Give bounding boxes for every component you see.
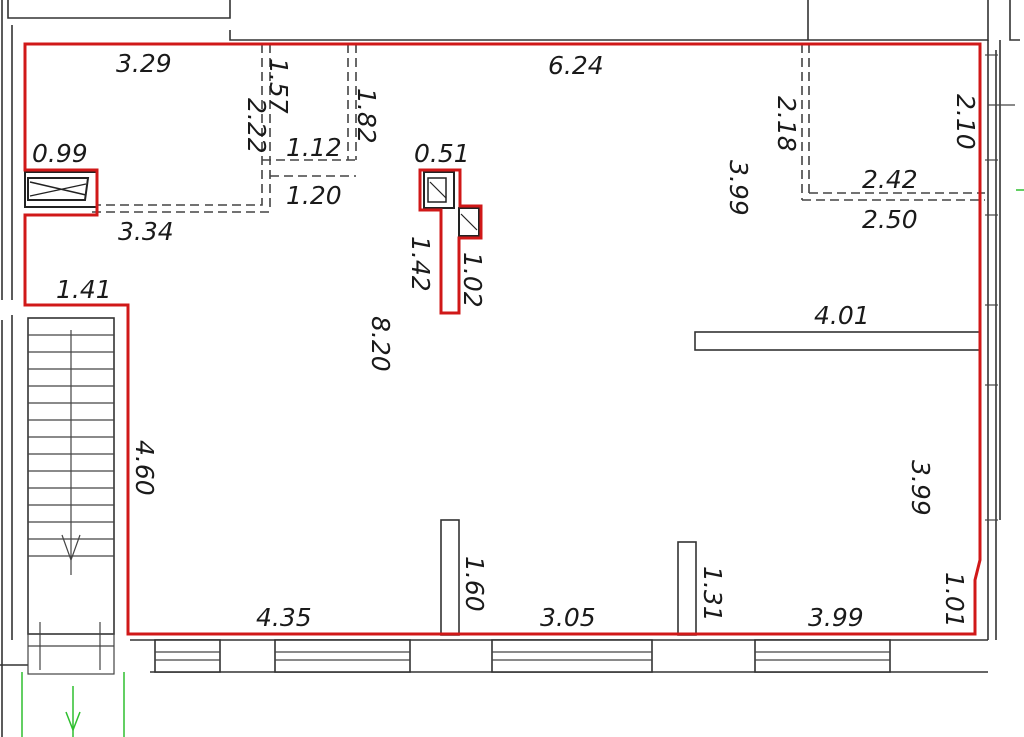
dim-3-29: 3.29 xyxy=(116,49,172,78)
entrance-marker xyxy=(21,189,1024,737)
dim-1-02: 1.02 xyxy=(458,252,487,308)
dim-2-22: 2.22 xyxy=(242,98,271,154)
dim-1-60: 1.60 xyxy=(460,556,489,612)
dim-4-60: 4.60 xyxy=(130,440,159,496)
dim-2-42: 2.42 xyxy=(862,165,918,194)
premises-outline xyxy=(23,42,982,636)
dim-2-18: 2.18 xyxy=(772,96,801,152)
dim-1-31: 1.31 xyxy=(698,566,727,622)
dim-1-20: 1.20 xyxy=(286,181,342,210)
dim-4-35: 4.35 xyxy=(256,603,312,632)
dim-1-01: 1.01 xyxy=(940,572,969,628)
dim-3-99-right: 3.99 xyxy=(906,460,935,516)
dim-2-10: 2.10 xyxy=(951,94,980,150)
dim-1-57: 1.57 xyxy=(264,58,293,114)
dim-3-05: 3.05 xyxy=(540,603,596,632)
dim-3-99-top: 3.99 xyxy=(724,160,753,216)
dimension-labels: 3.29 6.24 1.57 2.22 1.82 1.12 1.20 0.99 … xyxy=(32,49,980,632)
dim-3-99-bottom: 3.99 xyxy=(808,603,864,632)
dim-1-82: 1.82 xyxy=(352,88,381,144)
dim-0-51: 0.51 xyxy=(414,139,470,168)
dim-1-41: 1.41 xyxy=(56,275,112,304)
dashed-partitions xyxy=(92,44,985,213)
dim-0-99: 0.99 xyxy=(32,139,88,168)
staircase xyxy=(27,317,115,675)
dim-4-01: 4.01 xyxy=(814,301,870,330)
dim-1-12: 1.12 xyxy=(286,133,342,162)
dim-3-34: 3.34 xyxy=(118,217,174,246)
dim-1-42: 1.42 xyxy=(406,236,435,292)
dim-2-50: 2.50 xyxy=(862,205,918,234)
columns xyxy=(24,171,480,237)
dim-8-20: 8.20 xyxy=(366,316,395,372)
dim-6-24: 6.24 xyxy=(548,51,604,80)
